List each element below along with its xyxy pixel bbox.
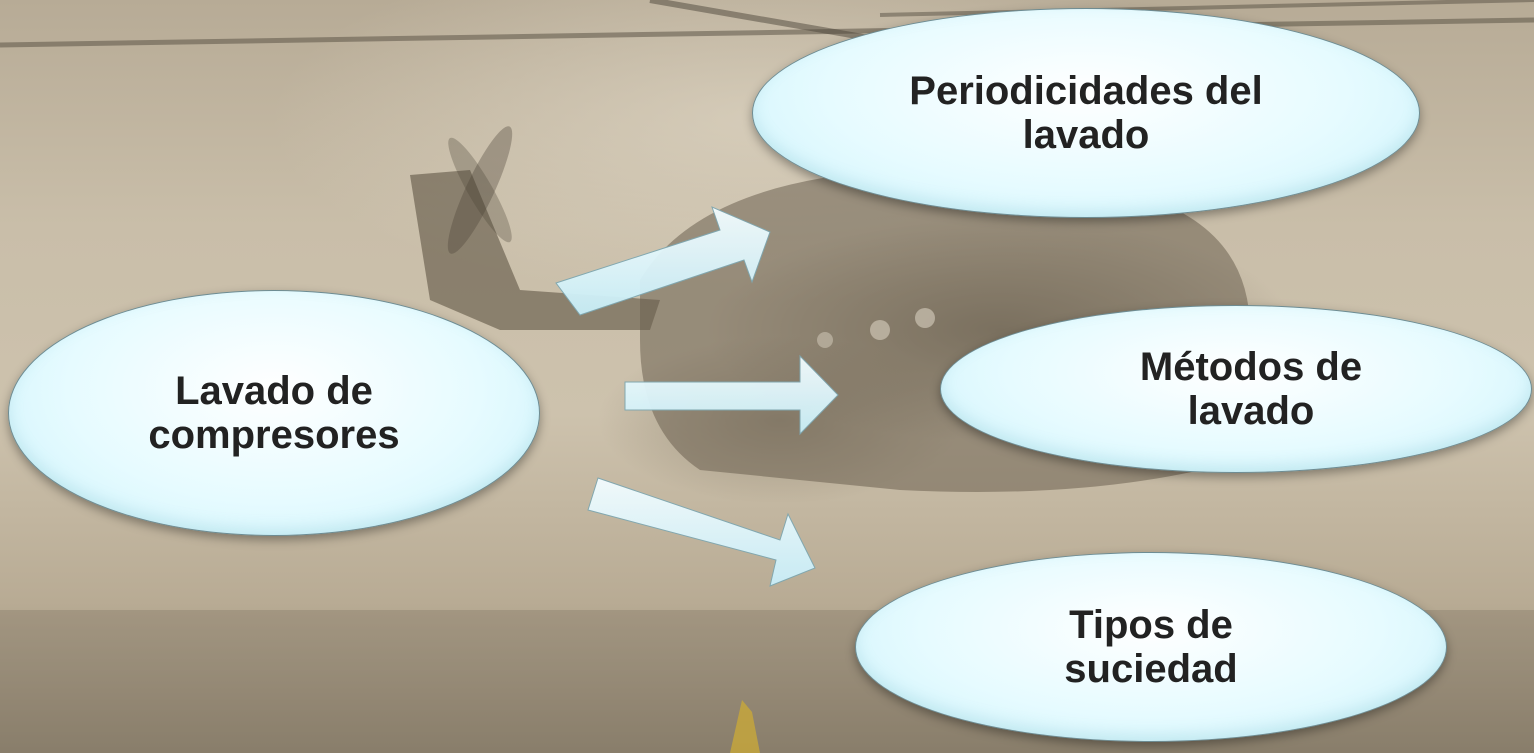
node-lavado-de-compresores: Lavado de compresores <box>8 290 540 536</box>
node-label: Periodicidades del lavado <box>909 69 1262 157</box>
node-metodos-de-lavado: Métodos de lavado <box>940 305 1532 473</box>
node-periodicidades-del-lavado: Periodicidades del lavado <box>752 8 1420 218</box>
node-label: Métodos de lavado <box>1110 345 1362 433</box>
node-label: Tipos de suciedad <box>1064 603 1237 691</box>
node-label: Lavado de compresores <box>148 369 399 457</box>
node-tipos-de-suciedad: Tipos de suciedad <box>855 552 1447 742</box>
